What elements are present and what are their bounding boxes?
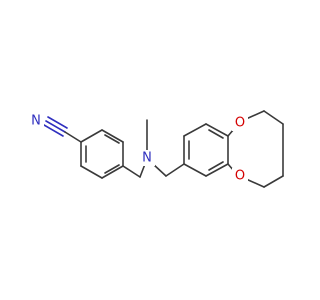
upper-ether-oxygen-label: O (235, 116, 245, 131)
lower-ether-oxygen-backdrop (232, 168, 248, 184)
nitrile-triple-bond-2 (45, 120, 66, 133)
nitrile-nitrogen-backdrop (28, 113, 44, 129)
ring1-double-bond-2 (104, 134, 120, 144)
ring2-double-bond-3 (208, 161, 224, 171)
nitrile-nitrogen-label: N (31, 114, 41, 129)
ring2-bond-5 (205, 163, 229, 177)
ring2-double-bond-2 (208, 129, 224, 139)
lower-oxygen-to-ch2-bond (245, 178, 265, 188)
ring2-bond-2 (183, 123, 207, 137)
lower-ether-oxygen-label: O (235, 169, 245, 184)
ring2-bond-3 (205, 123, 229, 137)
ch2-to-amine-bond (139, 163, 146, 178)
amine-to-ch2-bond (152, 163, 167, 177)
ch2-to-ring2-bond (165, 163, 185, 177)
bond-layer (43, 110, 284, 188)
nitrile-to-ring-bond (64, 131, 82, 143)
dioxane-lower-ch2-bond (263, 175, 284, 188)
nitrile-triple-bond-3 (47, 116, 68, 129)
ring1-bond-6 (80, 129, 103, 143)
ring2-bond-6 (183, 163, 207, 177)
nitrile-triple-bond-1 (43, 124, 64, 137)
ring1-bond-3 (101, 165, 124, 179)
molecule-structure-diagram: N N O O (28, 110, 284, 188)
ring1-bond-2 (80, 165, 103, 179)
amine-nitrogen-backdrop (139, 150, 155, 166)
upper-oxygen-to-ch2-bond (245, 110, 265, 120)
upper-ether-oxygen-backdrop (232, 115, 248, 131)
ring1-to-ch2-bond (122, 165, 141, 178)
ring1-double-bond-3 (104, 164, 120, 174)
amine-nitrogen-label: N (142, 151, 152, 166)
ring1-bond-5 (101, 129, 124, 143)
dioxane-upper-ch2-bond (263, 110, 284, 125)
